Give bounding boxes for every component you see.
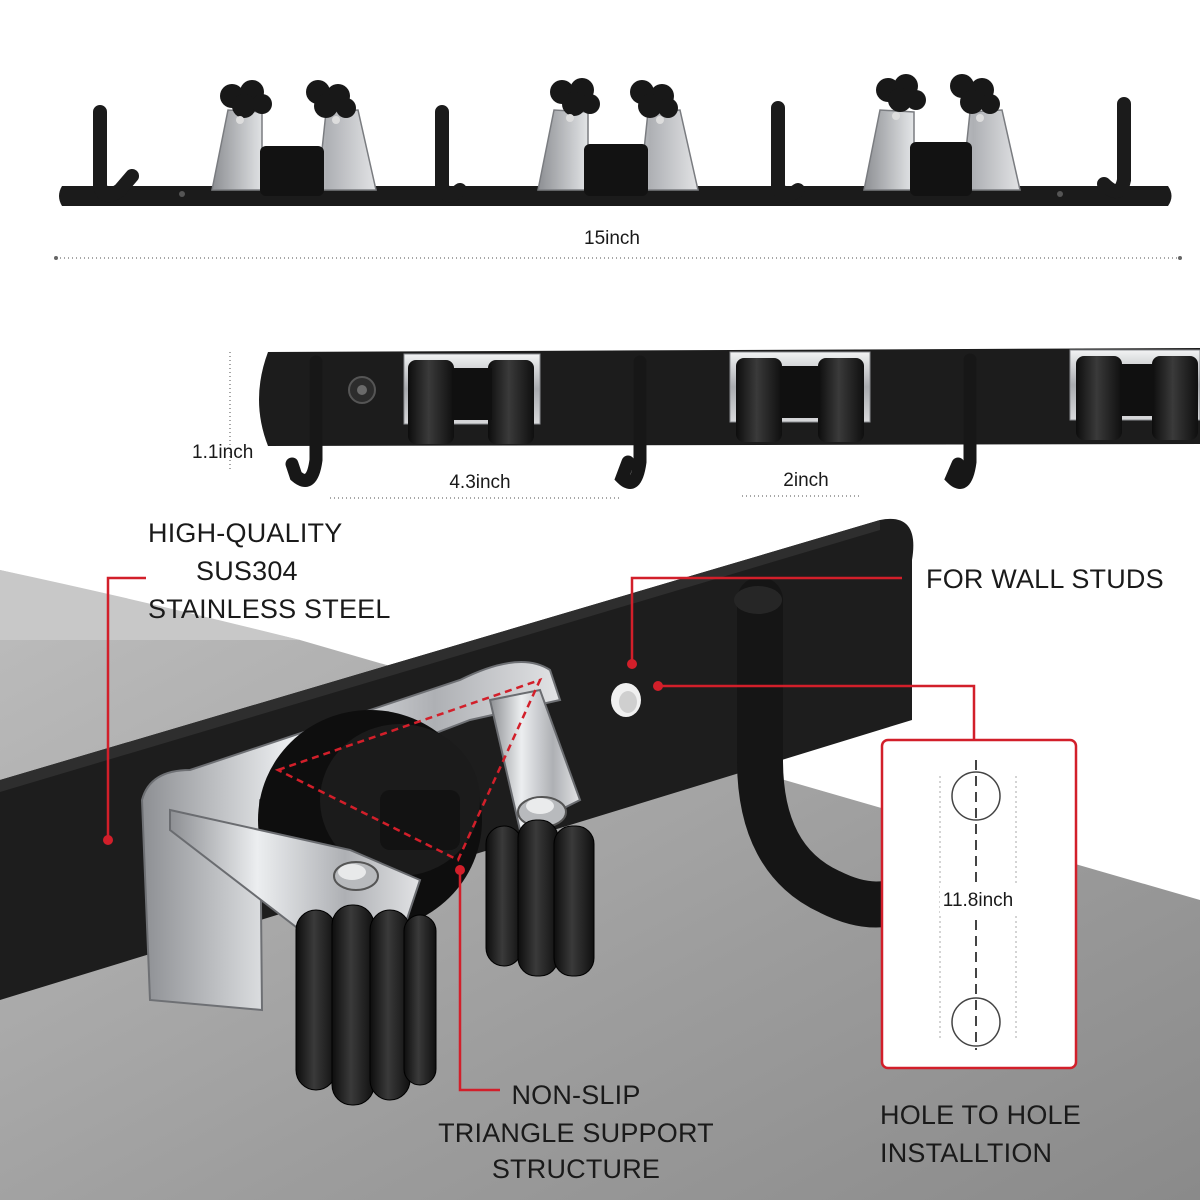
rack-top-view bbox=[54, 74, 1182, 260]
clip-group-1 bbox=[211, 80, 377, 196]
support-callout-line-1: NON-SLIP bbox=[511, 1080, 641, 1110]
wall-studs-callout: FOR WALL STUDS bbox=[926, 564, 1164, 594]
hook-spacing-label: 4.3inch bbox=[449, 472, 511, 493]
height-dimension-label: 1.1inch bbox=[192, 442, 254, 463]
clip-group-2 bbox=[537, 78, 699, 196]
support-callout-line-3: STRUCTURE bbox=[491, 1154, 661, 1184]
hole-spacing-label: 11.8inch bbox=[942, 890, 1014, 911]
hole-spacing-panel bbox=[880, 738, 1078, 1070]
material-callout-line-3: STAINLESS STEEL bbox=[148, 594, 391, 624]
clip-group-3 bbox=[863, 74, 1021, 196]
support-callout-line-2: TRIANGLE SUPPORT bbox=[438, 1118, 714, 1148]
material-callout-line-2: SUS304 bbox=[196, 556, 298, 586]
length-dimension-label: 15inch bbox=[584, 228, 640, 249]
clip-width-label: 2inch bbox=[783, 470, 829, 491]
material-callout-line-1: HIGH-QUALITY bbox=[148, 518, 343, 548]
callout-lines bbox=[106, 576, 976, 1092]
installation-callout-line-1: HOLE TO HOLE bbox=[880, 1100, 1081, 1130]
installation-callout-line-2: INSTALLTION bbox=[880, 1138, 1053, 1168]
rack-front-view bbox=[229, 348, 1200, 499]
hook-icon bbox=[93, 97, 1131, 203]
